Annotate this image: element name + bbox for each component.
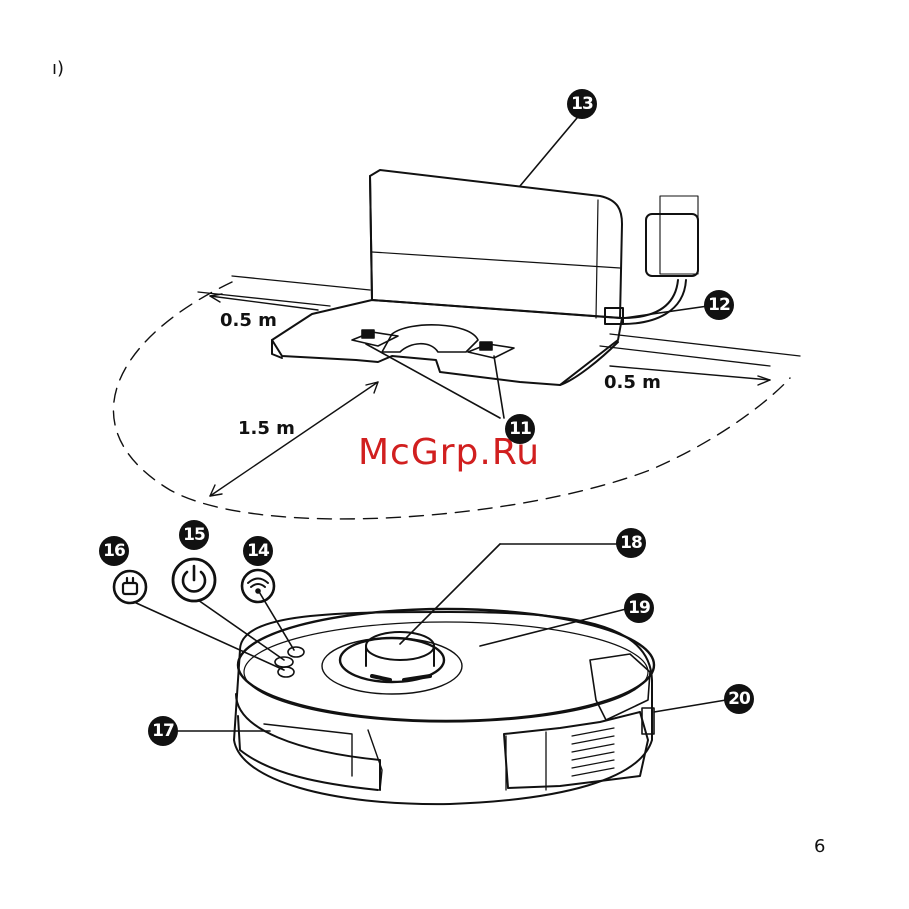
robot-vacuum [234, 609, 654, 804]
power-icon [173, 559, 215, 601]
callout-14: 14 [243, 536, 273, 566]
page-corner-text: ı) [52, 58, 64, 79]
power-adapter [646, 214, 698, 276]
left-clearance-label: 0.5 m [220, 310, 277, 331]
page-number: 6 [814, 836, 825, 857]
callout-15: 15 [179, 520, 209, 550]
callout-16: 16 [99, 536, 129, 566]
callout-19: 19 [624, 593, 654, 623]
callout-20: 20 [724, 684, 754, 714]
dock-tower [370, 170, 622, 318]
callout-17: 17 [148, 716, 178, 746]
dock-base-plate [272, 300, 622, 385]
floor-guide-lines [198, 276, 800, 366]
robot-buttons [275, 647, 304, 677]
robot-top-cover [238, 609, 654, 721]
callout-13: 13 [567, 89, 597, 119]
charging-contacts [352, 330, 514, 358]
plug-icon [114, 571, 146, 603]
callout-11: 11 [505, 414, 535, 444]
callout-18: 18 [616, 528, 646, 558]
front-clearance-label: 1.5 m [238, 418, 295, 439]
dust-bin [504, 712, 648, 788]
clearance-zone-arc [113, 282, 790, 519]
wifi-icon [242, 570, 274, 602]
charging-dock [272, 170, 698, 385]
right-clearance-label: 0.5 m [604, 372, 661, 393]
callout-12: 12 [704, 290, 734, 320]
